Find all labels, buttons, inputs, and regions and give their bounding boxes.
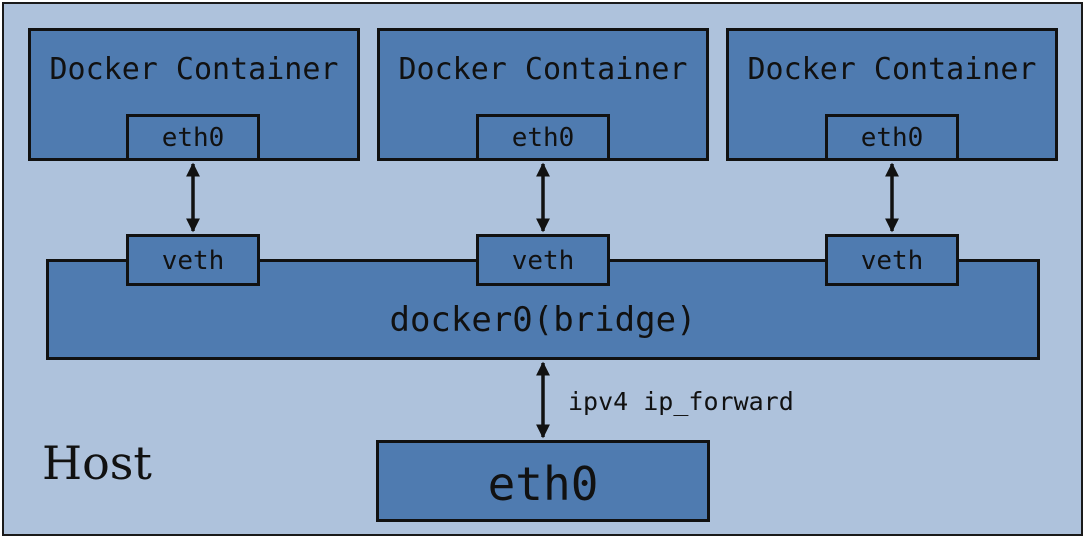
veth-label: veth (860, 246, 924, 276)
veth-3: veth (825, 234, 959, 286)
veth-label: veth (511, 246, 575, 276)
veth-2: veth (476, 234, 610, 286)
host-eth0-label: eth0 (487, 457, 599, 511)
container-eth0-3: eth0 (825, 114, 959, 161)
container-title: Docker Container (398, 52, 688, 87)
host-label: Host (42, 436, 152, 490)
veth-1: veth (126, 234, 260, 286)
container-eth0-label: eth0 (860, 123, 924, 153)
host-eth0: eth0 (376, 440, 710, 522)
bridge-label: docker0(bridge) (389, 300, 697, 340)
ip-forward-label: ipv4 ip_forward (568, 387, 794, 416)
container-eth0-1: eth0 (126, 114, 260, 161)
container-eth0-2: eth0 (476, 114, 610, 161)
container-eth0-label: eth0 (161, 123, 225, 153)
container-eth0-label: eth0 (511, 123, 575, 153)
container-title: Docker Container (49, 52, 339, 87)
container-title: Docker Container (747, 52, 1037, 87)
veth-label: veth (161, 246, 225, 276)
